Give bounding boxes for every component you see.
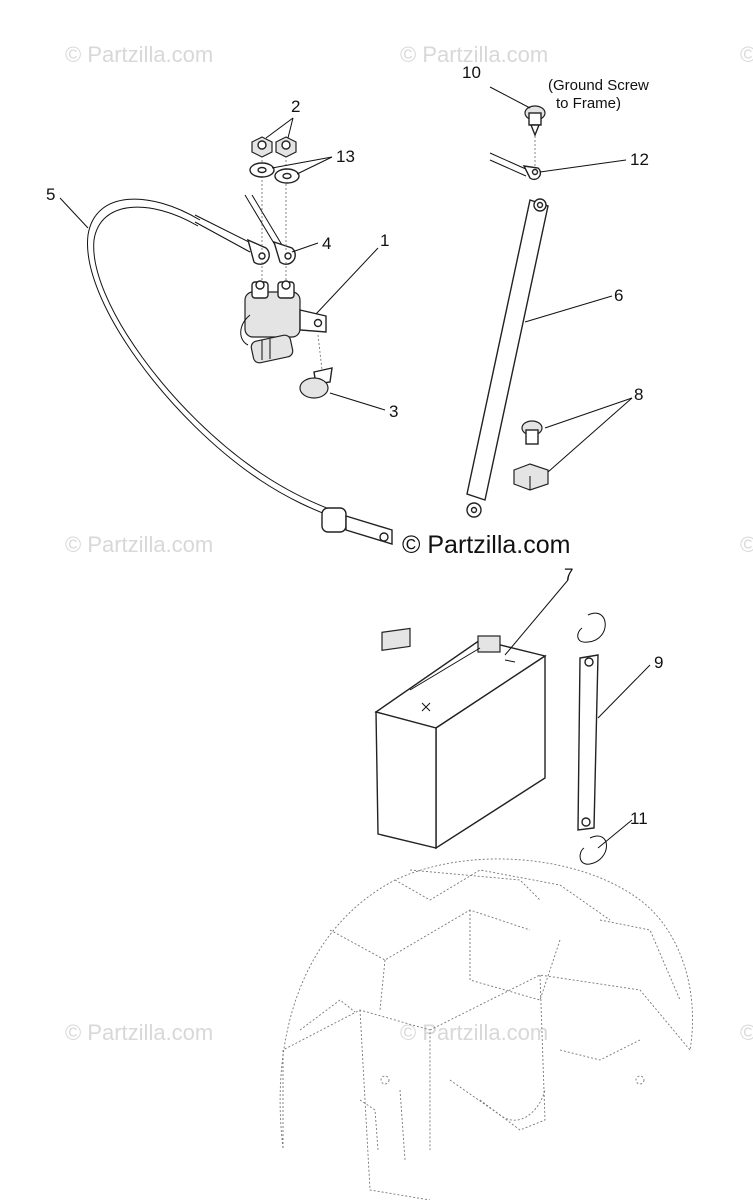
watermark-top-left: © Partzilla.com	[65, 42, 213, 67]
hold-down-strap-part-9	[577, 654, 599, 831]
watermark-top-right-edge: © Partzilla.com	[740, 42, 753, 67]
watermark-mid-right-edge: © Partzilla.com	[740, 532, 753, 557]
nuts-part-2	[251, 136, 297, 158]
watermark-bottom-center: © Partzilla.com	[400, 1020, 548, 1045]
callout-2: 2	[291, 97, 300, 116]
watermark-top-center: © Partzilla.com	[400, 42, 548, 67]
watermark-bottom-right-edge: © Partzilla.com	[740, 1020, 753, 1045]
clip-upper	[577, 612, 606, 643]
bolt-and-block-part-8	[513, 420, 549, 491]
cable-loop-part-5	[87, 198, 393, 545]
watermark-mid-left: © Partzilla.com	[65, 532, 213, 557]
callout-13: 13	[336, 147, 355, 166]
callout-8: 8	[634, 385, 643, 404]
ground-note-line1: (Ground Screw	[548, 77, 649, 94]
callout-5: 5	[46, 185, 55, 204]
callout-9: 9	[654, 653, 663, 672]
ground-note-line2: to Frame)	[556, 95, 621, 112]
battery-part-7	[374, 627, 547, 850]
solenoid-part-1	[240, 280, 327, 364]
cable-boot	[321, 507, 347, 533]
battery-cable-part-6	[466, 198, 549, 518]
callout-7: 7	[564, 565, 573, 584]
ground-screw-part-10	[524, 105, 546, 137]
ground-terminal-part-12	[489, 152, 542, 181]
watermark-bottom-left: © Partzilla.com	[65, 1020, 213, 1045]
callout-3: 3	[389, 402, 398, 421]
callout-11: 11	[630, 809, 648, 828]
leader-lines	[59, 86, 651, 849]
clip-part-11	[579, 835, 607, 865]
battery-tray-frame	[279, 858, 693, 1200]
callout-12: 12	[630, 150, 649, 169]
callout-4: 4	[322, 234, 331, 253]
ring-terminals-part-4	[194, 194, 296, 265]
watermark-main: © Partzilla.com	[402, 531, 570, 559]
screw-part-3	[299, 367, 333, 399]
callout-10: 10	[462, 63, 481, 82]
washers-part-13	[249, 162, 300, 184]
callout-6: 6	[614, 286, 623, 305]
callout-1: 1	[380, 231, 389, 250]
